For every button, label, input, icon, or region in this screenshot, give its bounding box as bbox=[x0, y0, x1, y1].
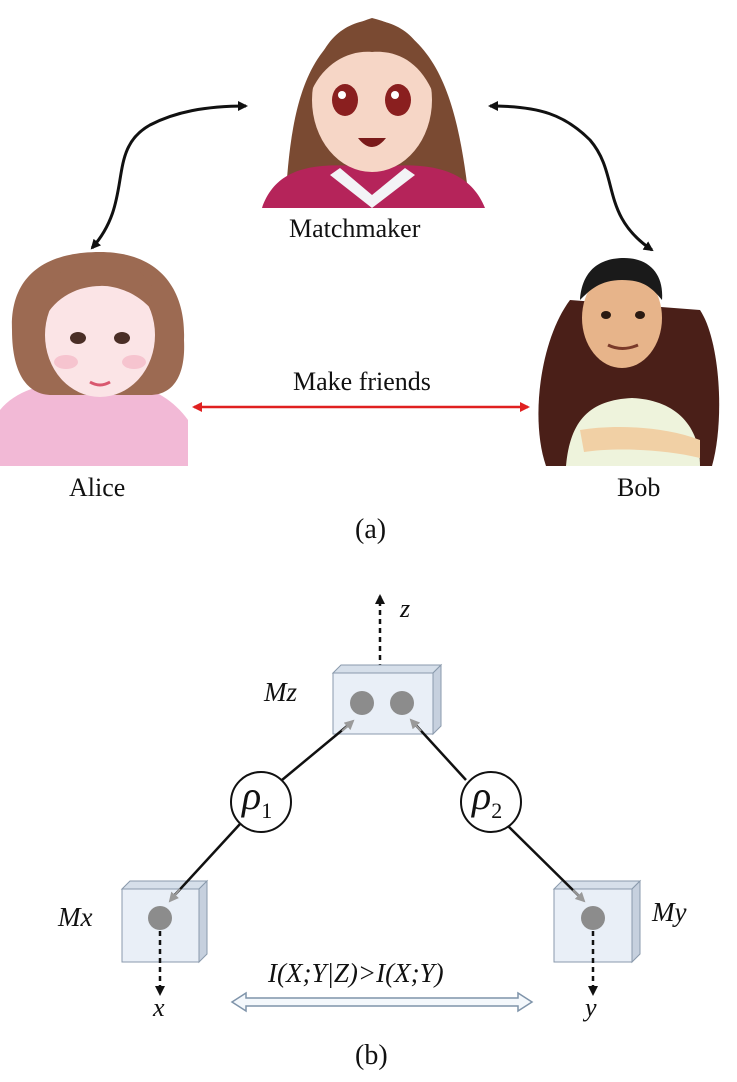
my-qubit bbox=[581, 906, 605, 930]
mz-qubit-left bbox=[350, 691, 374, 715]
my-box bbox=[552, 879, 642, 964]
my-label: My bbox=[652, 897, 687, 927]
z-output-label: z bbox=[400, 594, 411, 623]
alice-portrait bbox=[0, 252, 188, 466]
mz-qubit-right bbox=[390, 691, 414, 715]
rho1-link-to-mx bbox=[171, 823, 241, 899]
x-output-label: x bbox=[153, 993, 165, 1022]
rho2-link-to-my bbox=[505, 823, 583, 900]
alice-label: Alice bbox=[69, 473, 126, 502]
y-output-label: y bbox=[585, 993, 597, 1022]
rho2-subscript: 2 bbox=[491, 798, 503, 823]
rho2-label: ρ2 bbox=[472, 776, 502, 822]
mutual-information-inequality: I(X;Y|Z)>I(X;Y) bbox=[268, 958, 444, 988]
matchmaker-portrait bbox=[260, 0, 485, 208]
mz-label: Mz bbox=[264, 677, 297, 707]
link-arrow-matchmaker-bob bbox=[488, 101, 654, 252]
rho2-symbol: ρ bbox=[472, 773, 492, 818]
rho1-symbol: ρ bbox=[242, 773, 262, 818]
link-arrow-alice-matchmaker bbox=[90, 101, 248, 250]
mx-label: Mx bbox=[58, 902, 93, 932]
panel-b-caption: (b) bbox=[355, 1040, 388, 1071]
rho2-link-to-mz bbox=[412, 721, 467, 781]
make-friends-label: Make friends bbox=[293, 367, 431, 396]
bob-portrait bbox=[538, 258, 720, 466]
rho2-circle bbox=[460, 771, 522, 833]
rho1-circle bbox=[230, 771, 292, 833]
mx-box bbox=[120, 879, 209, 964]
bob-label: Bob bbox=[617, 473, 661, 502]
rho1-label: ρ1 bbox=[242, 776, 272, 822]
correlation-double-arrow bbox=[230, 991, 534, 1013]
mx-qubit bbox=[148, 906, 172, 930]
matchmaker-label: Matchmaker bbox=[289, 214, 421, 243]
rho1-subscript: 1 bbox=[261, 798, 273, 823]
panel-a-caption: (a) bbox=[355, 514, 387, 545]
rho1-link-to-mz bbox=[281, 721, 353, 781]
